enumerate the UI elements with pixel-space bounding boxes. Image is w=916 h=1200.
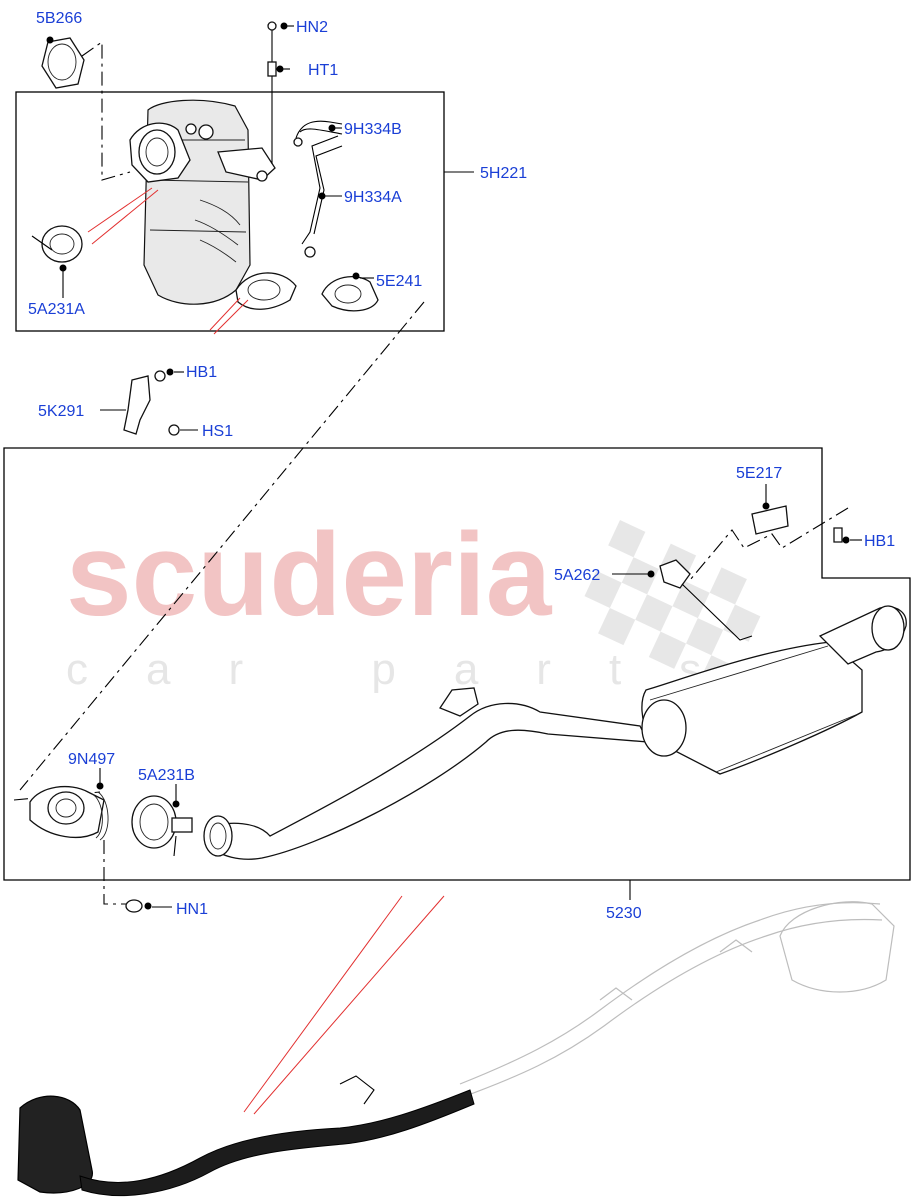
leader-dots bbox=[276, 22, 336, 200]
callout-hn2[interactable]: HN2 bbox=[296, 19, 328, 36]
callout-5e241[interactable]: 5E241 bbox=[376, 273, 422, 290]
callout-5k291[interactable]: 5K291 bbox=[38, 403, 84, 420]
leader-gasket-dash bbox=[81, 40, 131, 181]
gasket-5e241 bbox=[321, 272, 379, 312]
frame-catalytic-assembly bbox=[15, 91, 445, 332]
connection-line-nut bbox=[103, 840, 132, 905]
callout-5b266[interactable]: 5B266 bbox=[36, 10, 82, 27]
watermark-tagline: car parts bbox=[66, 645, 759, 694]
highlight-lines-lower bbox=[243, 895, 445, 1115]
watermark-brand: scuderia bbox=[66, 509, 553, 641]
callout-5e217[interactable]: 5E217 bbox=[736, 465, 782, 482]
overview-exhaust-system bbox=[17, 901, 895, 1197]
gasket-5b266 bbox=[41, 36, 85, 89]
callout-9n497[interactable]: 9N497 bbox=[68, 751, 115, 768]
callout-5a231a[interactable]: 5A231A bbox=[28, 301, 85, 318]
callout-hb1-top[interactable]: HB1 bbox=[186, 364, 217, 381]
clamp-5a231a bbox=[31, 225, 83, 272]
nut-hn1 bbox=[125, 899, 152, 913]
callout-hs1[interactable]: HS1 bbox=[202, 423, 233, 440]
connection-line-hanger bbox=[689, 507, 849, 581]
callout-5h221[interactable]: 5H221 bbox=[480, 165, 527, 182]
bolt-hb1-right bbox=[833, 527, 850, 544]
leader-lines bbox=[62, 25, 862, 908]
hanger-5e217 bbox=[751, 502, 789, 535]
hanger-5a262 bbox=[647, 559, 753, 641]
callout-9h334b[interactable]: 9H334B bbox=[344, 121, 402, 138]
exhaust-pipe-icon bbox=[203, 687, 650, 860]
muffler-icon bbox=[641, 605, 907, 775]
clamp-5a231b bbox=[131, 795, 193, 857]
flange-9n497 bbox=[29, 782, 109, 841]
sensor-9h334b bbox=[293, 120, 343, 258]
watermark: scuderia car parts bbox=[66, 509, 761, 694]
downpipe-flange bbox=[235, 272, 297, 310]
callout-ht1[interactable]: HT1 bbox=[308, 62, 338, 79]
callout-5230[interactable]: 5230 bbox=[606, 905, 642, 922]
callout-hb1-right[interactable]: HB1 bbox=[864, 533, 895, 550]
frame-rear-exhaust-assembly bbox=[3, 447, 911, 881]
callout-5a262[interactable]: 5A262 bbox=[554, 567, 600, 584]
connection-line-main bbox=[19, 301, 425, 791]
callout-9h334a[interactable]: 9H334A bbox=[344, 189, 402, 206]
callout-5a231b[interactable]: 5A231B bbox=[138, 767, 195, 784]
sensor-ht1 bbox=[267, 21, 277, 164]
catalytic-converter-icon bbox=[129, 99, 276, 305]
callout-hn1[interactable]: HN1 bbox=[176, 901, 208, 918]
bracket-5k291 bbox=[123, 368, 180, 436]
